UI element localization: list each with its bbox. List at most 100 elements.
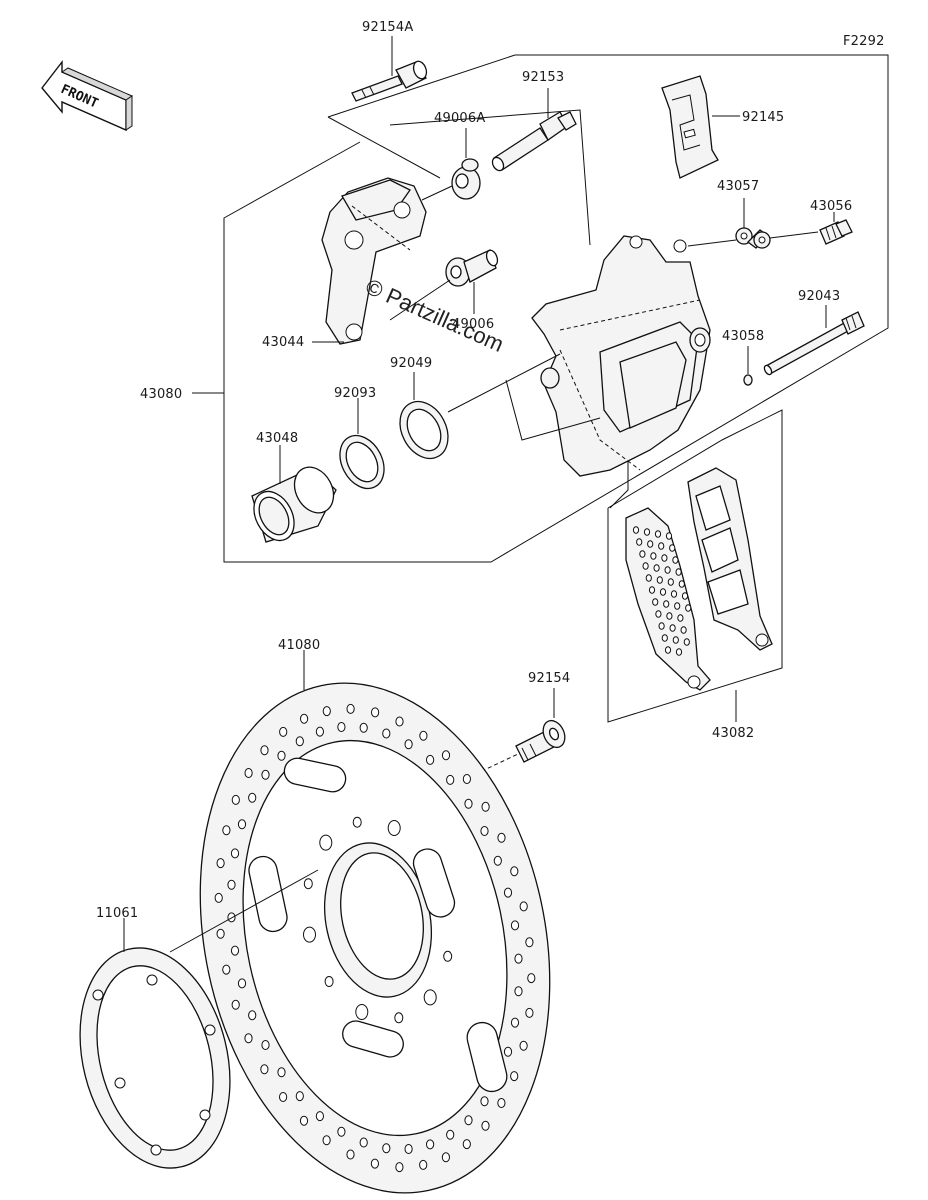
pad-hole	[669, 624, 676, 632]
pad-hole	[656, 576, 663, 584]
disc-vent-hole	[514, 986, 523, 997]
disc-vent-hole	[231, 794, 240, 805]
disc-vent-hole	[248, 792, 257, 803]
brake-pads-43082	[625, 467, 773, 691]
disc-vent-hole	[525, 937, 534, 948]
disc-vent-hole	[510, 920, 520, 931]
pad-hole	[675, 648, 683, 656]
pad-hole	[663, 600, 670, 608]
pad-hole	[670, 590, 678, 598]
part-label-92093: 92093	[334, 386, 376, 401]
disc-vent-hole	[404, 739, 413, 750]
leader-line	[447, 353, 561, 413]
disc-vent-hole	[510, 1017, 520, 1028]
part-label-92049: 92049	[390, 356, 432, 371]
plug-43058	[743, 374, 753, 386]
disc-vent-hole	[337, 722, 346, 732]
disc-vent-hole	[480, 1096, 489, 1107]
disc-vent-hole	[261, 769, 270, 780]
part-label-43058: 43058	[722, 329, 764, 344]
part-label-11061: 11061	[96, 906, 138, 921]
disc-vent-hole	[419, 730, 428, 741]
pad-hole	[661, 634, 668, 642]
leader-line	[769, 231, 819, 239]
disc-vent-hole	[510, 1071, 519, 1082]
disc-vent-hole	[462, 1139, 471, 1150]
disc-vent-hole	[244, 768, 253, 778]
boot-49006A	[451, 158, 481, 200]
pad-hole	[648, 586, 656, 594]
caliper-bracket-43044	[321, 177, 427, 345]
assembly-outline-43080	[223, 54, 889, 563]
pad-hole	[669, 544, 676, 552]
part-label-92043: 92043	[798, 289, 840, 304]
pad-hole	[658, 542, 665, 550]
disc-vent-hole	[322, 1135, 331, 1146]
part-label-43057: 43057	[717, 179, 759, 194]
bolt-92154A	[351, 60, 428, 102]
pad-hole	[672, 636, 679, 644]
disc-vent-hole	[315, 726, 324, 737]
hub-bolt-hole	[352, 816, 362, 828]
pad-pin-92043	[763, 311, 865, 376]
pad-hole	[658, 622, 665, 630]
disc-vent-hole	[237, 819, 247, 830]
disc-vent-hole	[481, 801, 490, 812]
pad-hole	[666, 612, 673, 620]
disc-vent-hole	[527, 973, 536, 984]
disc-vent-hole	[244, 1033, 253, 1044]
disc-vent-hole	[279, 726, 288, 737]
disc-vent-hole	[441, 1152, 450, 1163]
pad-hole	[685, 604, 692, 612]
leader-line	[505, 379, 601, 441]
disc-vent-hole	[216, 928, 225, 939]
disc-vent-hole	[404, 1144, 413, 1154]
brake-disc-41080	[199, 682, 551, 1194]
disc-vent-hole	[295, 736, 304, 747]
pad-hole	[655, 610, 662, 618]
spring-clip-92145	[661, 75, 719, 179]
disc-vent-hole	[395, 716, 404, 727]
pad-hole	[650, 552, 657, 560]
part-label-43082: 43082	[712, 726, 754, 741]
pad-bracket-43057	[735, 227, 771, 249]
leader-line	[687, 239, 737, 247]
disc-vent-hole	[519, 1040, 528, 1051]
disc-vent-hole	[441, 750, 451, 761]
hub-bolt-hole	[303, 926, 316, 943]
pad-hole	[647, 540, 654, 548]
disc-vent-hole	[222, 964, 231, 975]
disc-vent-hole	[426, 1139, 435, 1150]
dust-seal-92093	[339, 434, 385, 490]
disc-vent-hole	[216, 858, 225, 869]
disc-vent-hole	[525, 1007, 534, 1018]
pad-hole	[659, 588, 667, 596]
part-label-43044: 43044	[262, 335, 304, 350]
pad-hole	[680, 626, 687, 634]
hub-bolt-hole	[324, 976, 334, 987]
disc-vent-hole	[230, 945, 240, 956]
pad-hole	[653, 564, 660, 572]
pad-hole	[665, 532, 673, 540]
caliper-body	[531, 235, 711, 477]
disc-vent-hole	[519, 901, 528, 912]
disc-vent-hole	[214, 892, 223, 903]
pad-hole	[672, 556, 679, 564]
disc-vent-hole	[315, 1111, 324, 1122]
disc-vent-hole	[261, 1040, 270, 1050]
pad-hole	[652, 598, 659, 606]
part-label-92154: 92154	[528, 671, 570, 686]
pad-hole	[681, 592, 689, 600]
disc-vent-hole	[230, 848, 240, 859]
pad-hole	[667, 578, 674, 586]
pad-hole	[642, 562, 649, 570]
disc-vent-hole	[322, 706, 331, 717]
disc-vent-hole	[497, 832, 506, 843]
disc-vent-hole	[493, 855, 502, 866]
pad-hole	[683, 638, 690, 646]
disc-vent-hole	[514, 953, 523, 964]
leader-line	[327, 116, 441, 179]
hub-bolt-hole	[303, 878, 313, 890]
pad-hole	[643, 528, 651, 536]
